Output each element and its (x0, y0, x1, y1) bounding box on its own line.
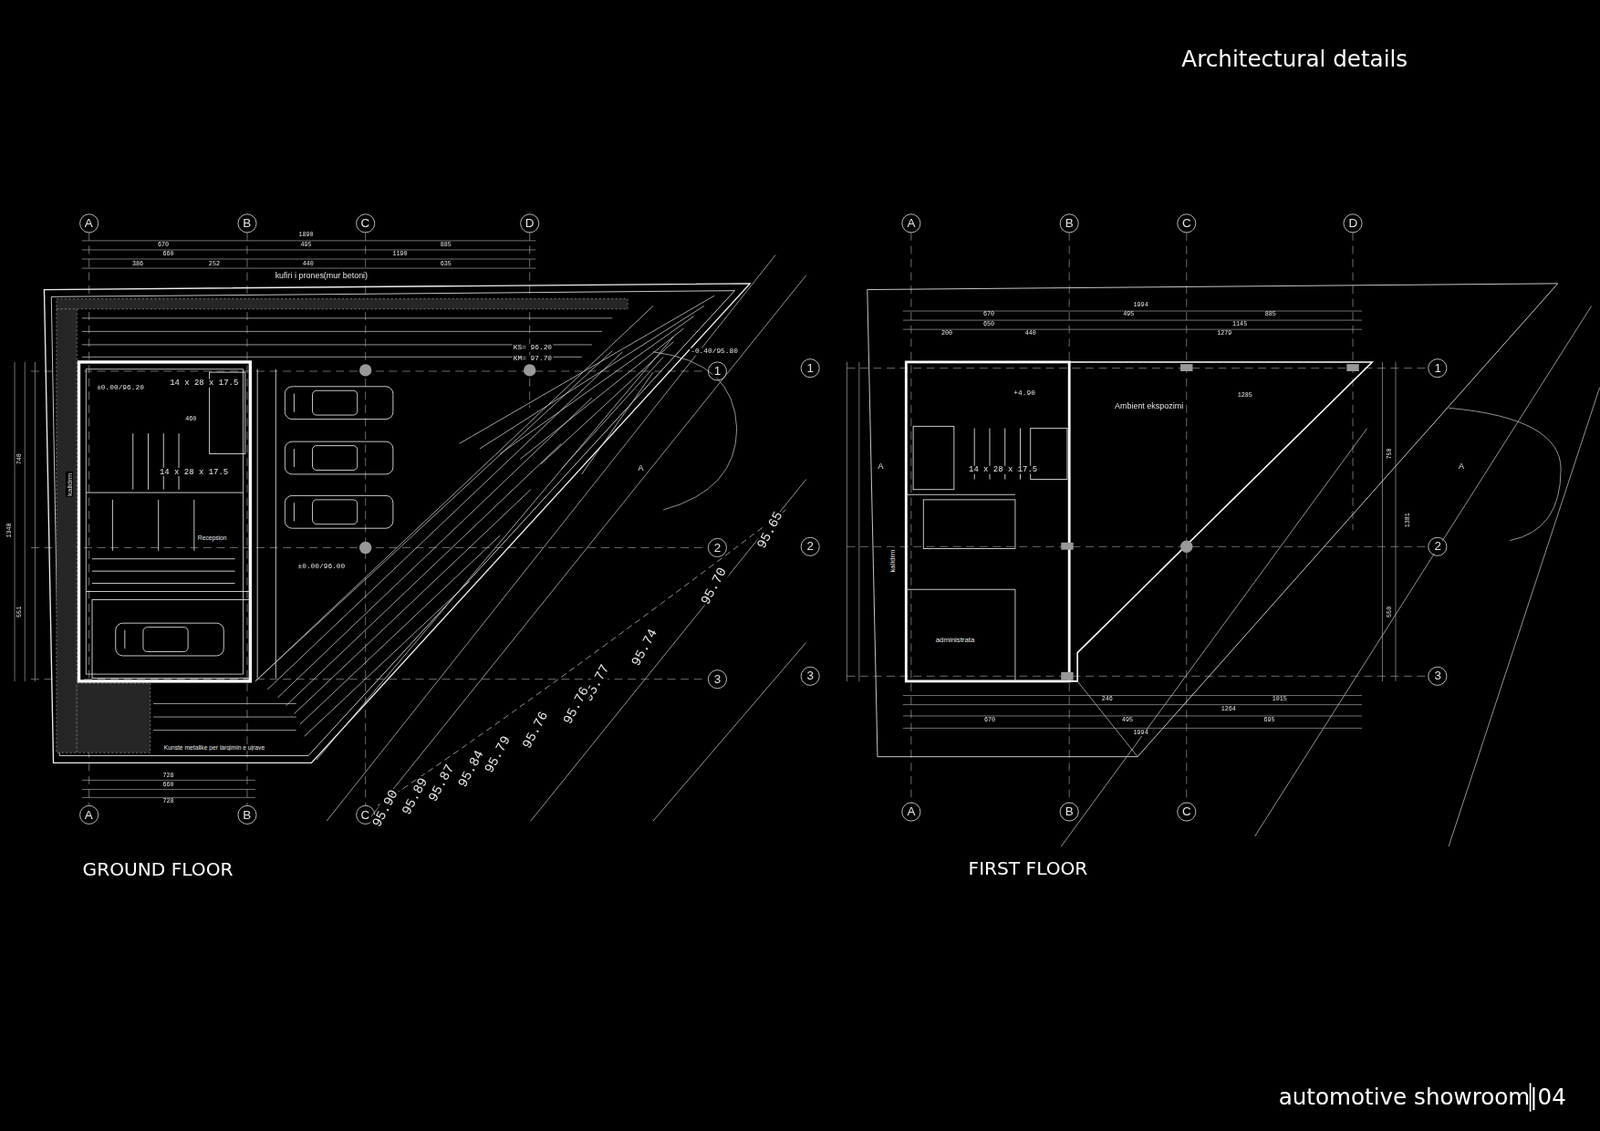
dimension: 1994 (1132, 302, 1149, 310)
dimension: 660 (161, 781, 175, 789)
elevation: KS= 96.20 (512, 343, 554, 352)
property-line-note: kufiri i prones(mur betoni) (274, 271, 370, 281)
grid-marker: B (1064, 217, 1075, 230)
elevation: 95.65 (754, 509, 787, 553)
dimension: 1015 (1271, 696, 1289, 704)
room-label: Ambient ekspozimi (1113, 402, 1185, 411)
grid-marker: B (241, 217, 252, 230)
dimension: 670 (982, 311, 996, 319)
dimension: 728 (161, 798, 175, 805)
dimension: 740 (17, 452, 24, 466)
grid-marker: A (83, 808, 94, 821)
elevation: 95.90 (369, 787, 402, 832)
dimension: 1279 (1215, 330, 1233, 337)
elevation: 95.74 (628, 625, 661, 670)
dimension: 1994 (1132, 729, 1149, 737)
stair-spec: 14 x 28 x 17.5 (158, 467, 229, 477)
dimension: 495 (1122, 311, 1135, 319)
grid-marker: 2 (1433, 540, 1443, 553)
elevation: 95.87 (425, 761, 458, 806)
section-marker: A (636, 465, 645, 474)
grid-marker: 2 (805, 540, 815, 553)
plan-heading: GROUND FLOOR (81, 860, 234, 880)
elevation: ±0.00/96.20 (95, 384, 146, 393)
grid-marker: 1 (1433, 362, 1443, 375)
dimension: 460 (184, 415, 198, 423)
grid-marker: 3 (805, 669, 815, 683)
grid-marker: C (1181, 217, 1193, 230)
dimension: 495 (299, 242, 312, 250)
stair-spec: 14 x 28 x 17.5 (168, 379, 239, 388)
elevation: 95.76 (519, 708, 552, 753)
dimension: 1264 (1220, 706, 1237, 714)
dimension: 495 (1121, 717, 1134, 725)
stair-spec: 14 x 28 x 17.5 (967, 466, 1039, 475)
room-label: Recepsion (197, 535, 229, 542)
dimension: 885 (1264, 311, 1278, 319)
grid-marker: 3 (1433, 669, 1443, 683)
dimension: 1145 (1231, 321, 1248, 328)
grid-marker: 1 (713, 364, 723, 378)
room-label: kalldrm (65, 471, 73, 497)
elevation: KM= 97.70 (512, 354, 554, 363)
dimension: 1340 (7, 521, 14, 539)
room-label: kalldrm (889, 548, 897, 573)
grid-marker: A (83, 217, 94, 230)
grid-marker: C (359, 217, 371, 230)
dimension: 750 (1386, 446, 1393, 460)
sheet-caption: automotive showroom|04 (1277, 1085, 1569, 1110)
dimension: 885 (439, 242, 453, 250)
dimension: 1890 (297, 232, 314, 239)
drainage-note: Kunste metalike per largimin e ujrave (163, 744, 267, 751)
dimension: 1190 (391, 251, 408, 259)
dimension: 670 (983, 717, 997, 725)
section-marker: A (876, 462, 884, 471)
dimension: 1381 (1404, 511, 1412, 529)
dimension: 695 (1262, 717, 1276, 725)
grid-marker: C (1181, 805, 1193, 819)
grid-marker: B (1064, 805, 1075, 819)
dimension: 440 (1024, 330, 1038, 337)
elevation: ±0.00/96.00 (296, 563, 346, 572)
dimension: 1285 (1236, 392, 1254, 399)
dimension: 670 (156, 242, 170, 250)
grid-marker: B (241, 808, 252, 821)
elevation: -0.40/95.80 (689, 348, 739, 356)
grid-marker: C (359, 808, 371, 821)
room-label: administrata (935, 635, 977, 644)
elevation: 95.70 (698, 564, 731, 609)
dimension: 550 (1386, 605, 1393, 619)
dimension: 200 (940, 330, 954, 337)
dimension: 551 (17, 605, 24, 619)
dimension: 252 (207, 260, 221, 268)
sheet-title: Architectural details (1180, 47, 1409, 72)
dimension: 660 (161, 251, 175, 259)
dimension: 440 (301, 260, 315, 268)
dimension: 650 (982, 321, 996, 328)
grid-marker: A (905, 805, 916, 819)
grid-marker: D (1347, 217, 1359, 230)
grid-marker: 3 (713, 673, 723, 686)
grid-marker: 2 (713, 540, 723, 554)
elevation: 95.76 (561, 684, 593, 728)
plan-heading: FIRST FLOOR (966, 859, 1089, 879)
grid-marker: A (905, 217, 916, 230)
elevation: +4.90 (1012, 389, 1037, 397)
grid-marker: 1 (805, 362, 815, 375)
dimension: 386 (131, 260, 145, 268)
section-marker: A (1457, 462, 1465, 471)
grid-marker: D (524, 217, 536, 230)
dimension: 728 (161, 772, 175, 780)
dimension: 246 (1101, 696, 1114, 704)
dimension: 635 (439, 260, 453, 268)
